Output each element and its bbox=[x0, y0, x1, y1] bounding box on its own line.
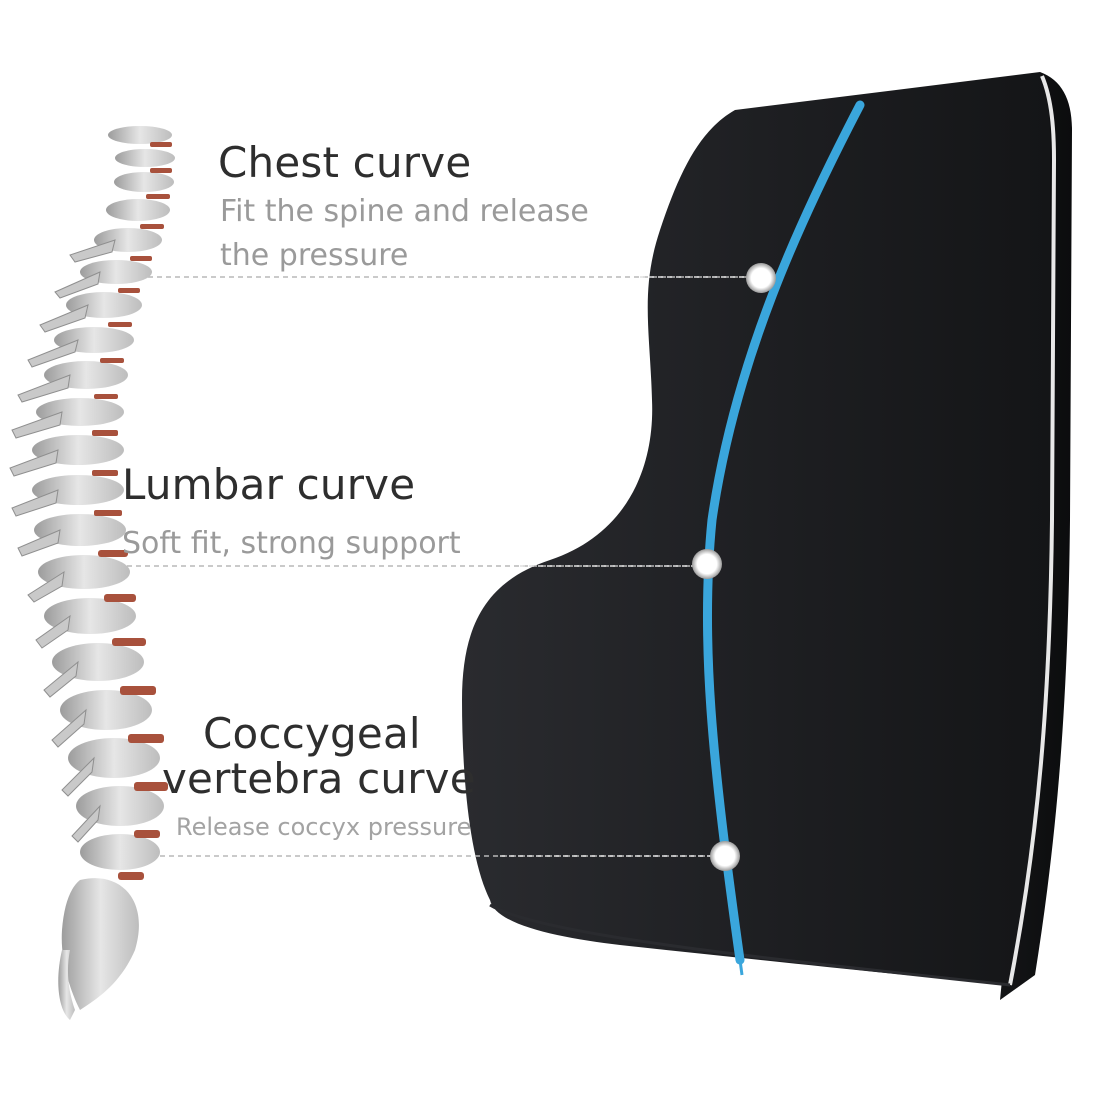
callout-lumbar-description: Soft fit, strong support bbox=[122, 526, 461, 561]
spine-illustration-icon bbox=[9, 126, 175, 1020]
callout-chest-title: Chest curve bbox=[218, 138, 472, 187]
callout-coccygeal-description: Release coccyx pressure bbox=[176, 813, 472, 841]
callout-coccygeal-title-line1: Coccygeal bbox=[203, 709, 421, 758]
callout-chest-description-line2: the pressure bbox=[220, 238, 409, 273]
curve-markers bbox=[692, 263, 776, 871]
marker-chest-icon bbox=[746, 263, 776, 293]
callout-coccygeal-title-line2: vertebra curve bbox=[162, 754, 476, 803]
spine-alignment-line bbox=[702, 100, 865, 976]
cushion-front bbox=[462, 72, 1057, 987]
marker-coccyx-icon bbox=[710, 841, 740, 871]
callout-lumbar-title: Lumbar curve bbox=[122, 460, 416, 509]
leader-lines bbox=[100, 276, 760, 857]
marker-lumbar-icon bbox=[692, 549, 722, 579]
callout-chest-description-line1: Fit the spine and release bbox=[220, 194, 589, 229]
